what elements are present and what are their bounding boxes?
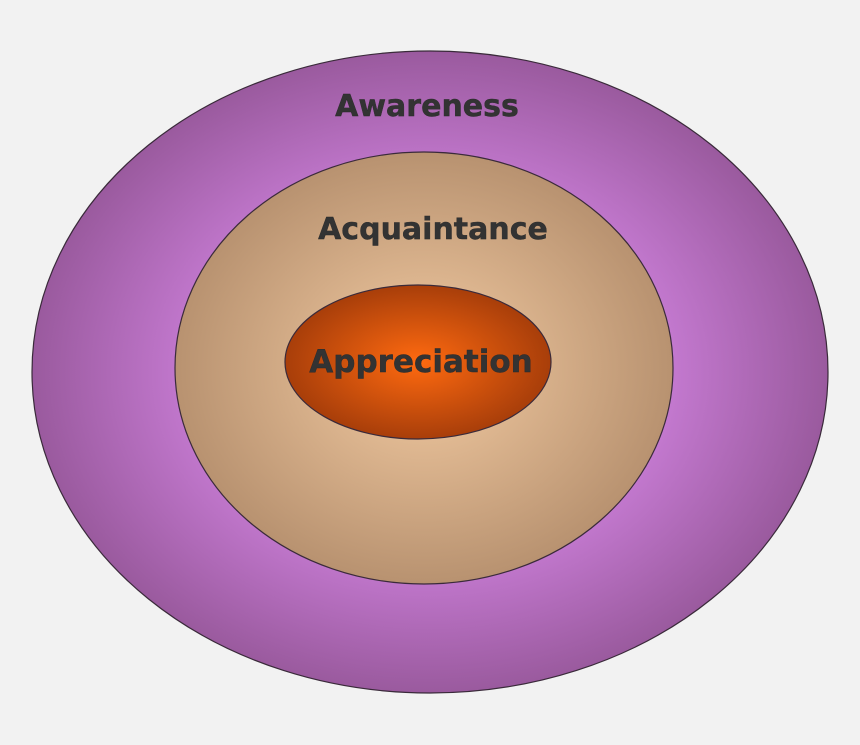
label-awareness: Awareness — [335, 89, 519, 124]
label-appreciation: Appreciation — [309, 344, 532, 380]
ring-appreciation — [284, 284, 552, 440]
label-acquaintance: Acquaintance — [318, 212, 548, 247]
